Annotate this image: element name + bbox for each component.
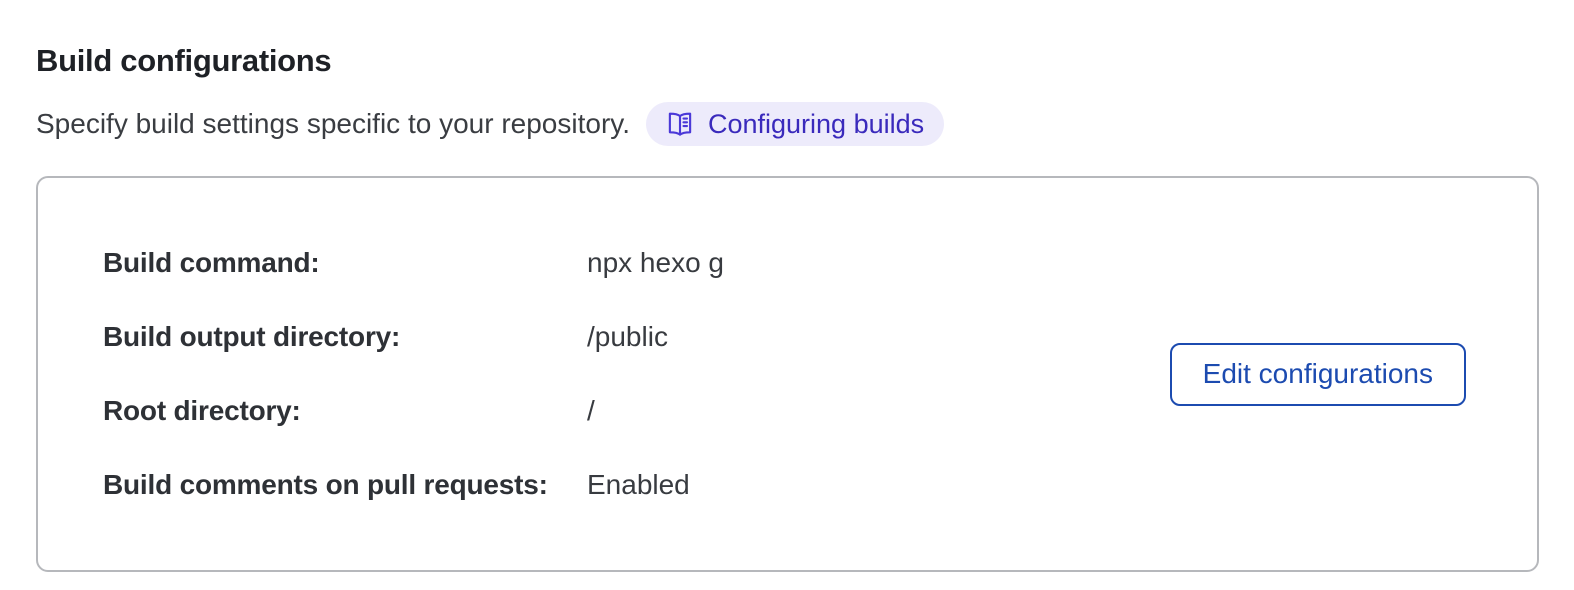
edit-configurations-button[interactable]: Edit configurations xyxy=(1169,342,1466,406)
field-row-build-output-directory: Build output directory: /public xyxy=(103,316,1170,358)
field-value: /public xyxy=(587,321,668,352)
field-label: Build command: xyxy=(103,247,320,278)
field-label: Build output directory: xyxy=(103,321,401,352)
field-label: Root directory: xyxy=(103,395,301,426)
field-list: Build command: npx hexo g Build output d… xyxy=(103,242,1170,506)
field-value: Enabled xyxy=(587,469,690,500)
field-value: / xyxy=(587,395,595,426)
field-row-root-directory: Root directory: / xyxy=(103,390,1170,432)
field-value: npx hexo g xyxy=(587,247,724,278)
configuring-builds-link[interactable]: Configuring builds xyxy=(645,102,945,146)
page-title: Build configurations xyxy=(36,43,332,78)
subtitle-row: Specify build settings specific to your … xyxy=(36,102,1539,146)
field-row-build-comments: Build comments on pull requests: Enabled xyxy=(103,464,1170,506)
book-open-icon xyxy=(665,109,695,139)
field-row-build-command: Build command: npx hexo g xyxy=(103,242,1170,284)
build-configurations-section: Build configurations Specify build setti… xyxy=(36,43,1539,572)
configuring-builds-label: Configuring builds xyxy=(707,109,925,139)
field-label: Build comments on pull requests: xyxy=(103,469,548,500)
page-subtitle: Specify build settings specific to your … xyxy=(36,108,630,139)
build-configurations-card: Build command: npx hexo g Build output d… xyxy=(36,176,1539,572)
